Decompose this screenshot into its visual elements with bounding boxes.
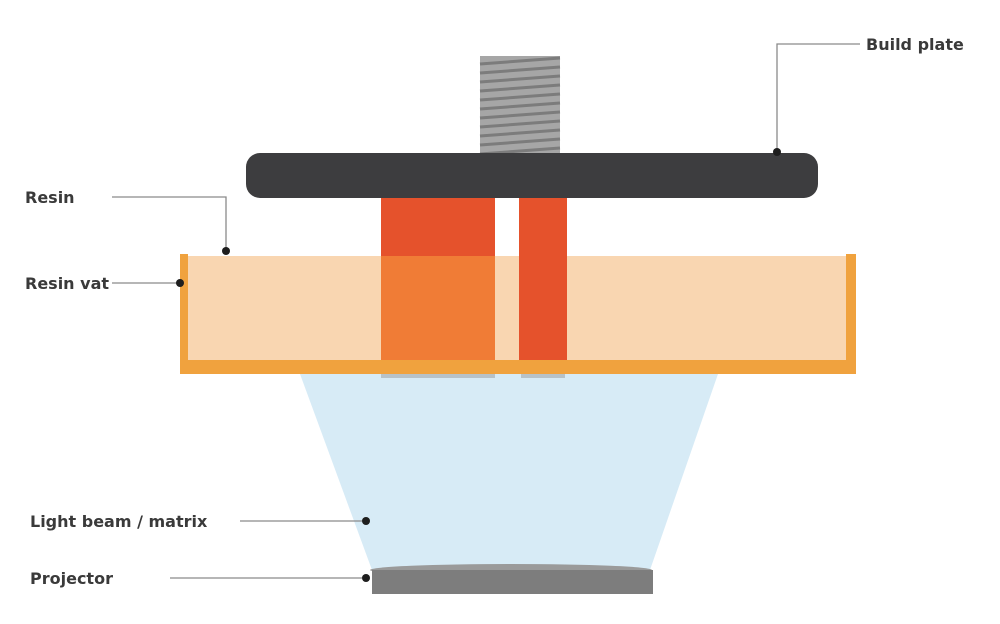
build-plate-leader	[776, 43, 860, 153]
cure-mark-wide	[381, 374, 495, 378]
resin-fill	[188, 256, 846, 360]
printed-part-narrow-submerged	[519, 256, 567, 360]
build-plate	[246, 153, 818, 198]
printed-part-wide-submerged	[381, 256, 495, 360]
cure-mark-narrow	[521, 374, 565, 378]
lead-screw	[479, 56, 561, 156]
resin-vat-marker	[176, 279, 184, 287]
projector	[370, 564, 653, 594]
light-beam-label: Light beam / matrix	[30, 512, 208, 531]
printed-part-wide-upper	[381, 198, 495, 256]
build-plate-marker	[773, 148, 781, 156]
projector-marker	[362, 574, 370, 582]
resin-vat	[180, 254, 856, 374]
resin-vat-label: Resin vat	[25, 274, 109, 293]
resin-leader	[112, 196, 227, 251]
light-beam	[300, 374, 718, 570]
resin-label: Resin	[25, 188, 75, 207]
resin-marker	[222, 247, 230, 255]
projector-label: Projector	[30, 569, 113, 588]
light-beam-marker	[362, 517, 370, 525]
build-plate-label: Build plate	[866, 35, 964, 54]
printed-part-narrow-upper	[519, 198, 567, 256]
